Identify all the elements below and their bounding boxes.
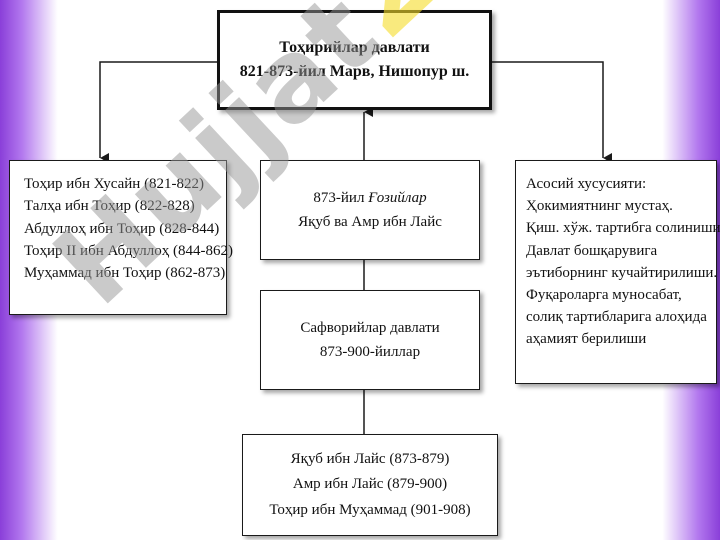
tahirid-rulers-box: Тоҳир ибн Хусайн (821-822) Талҳа ибн Тоҳ… — [9, 160, 233, 315]
title-line-2: 821-873-йил Марв, Нишопур ш. — [239, 63, 470, 80]
ruler-item: Абдуллоҳ ибн Тоҳир (828-844) — [24, 220, 220, 237]
features-box: Асосий хусусияти: Ҳокимиятнинг мустаҳ. Қ… — [515, 160, 720, 384]
ruler-item: Тоҳир ибн Хусайн (821-822) — [24, 176, 205, 192]
ruler-item: Муҳаммад ибн Тоҳир (862-873) — [24, 265, 226, 282]
feature-item: Фуқароларга муносабат, — [526, 286, 682, 303]
saffarid-rulers-box: Яқуб ибн Лайс (873-879) Амр ибн Лайс (87… — [242, 434, 498, 536]
ruler-item: Тоҳир ибн Муҳаммад (901-908) — [269, 501, 471, 518]
title-box: Тоҳирийлар давлати 821-873-йил Марв, Ниш… — [217, 10, 492, 110]
feature-item: эътиборнинг кучайтирилиши. — [526, 264, 718, 281]
saffarid-line-2: 873-900-йиллар — [319, 344, 421, 360]
ghazi-term: Ғозийлар — [368, 190, 427, 206]
feature-item: Асосий хусусияти: — [526, 176, 647, 192]
feature-item: Қиш. хўж. тартибга солиниши. — [526, 220, 720, 237]
ghazi-line-2: Яқуб ва Амр ибн Лайс — [298, 214, 442, 230]
feature-item: Ҳокимиятнинг мустаҳ. — [526, 198, 673, 215]
ruler-item: Яқуб ибн Лайс (873-879) — [290, 450, 450, 467]
feature-item: Давлат бошқарувига — [526, 242, 658, 259]
connector-title-to-left — [99, 61, 217, 163]
connector-title-to-right — [492, 61, 612, 163]
ghazi-line-1: 873-йил Ғозийлар — [313, 186, 426, 210]
ruler-item: Талҳа ибн Тоҳир (822-828) — [24, 198, 195, 215]
ruler-item: Амр ибн Лайс (879-900) — [292, 476, 448, 493]
title-line-1: Тоҳирийлар давлати — [279, 39, 430, 56]
feature-item: солиқ тартибларига алоҳида — [526, 309, 707, 326]
feature-item: аҳамият берилиши — [526, 331, 647, 348]
ghazi-year: 873-йил — [313, 190, 369, 206]
saffarid-box: Сафворийлар давлати 873-900-йиллар — [260, 290, 480, 390]
saffarid-line-1: Сафворийлар давлати — [300, 320, 440, 336]
ghazi-box: 873-йил Ғозийлар Яқуб ва Амр ибн Лайс — [260, 160, 480, 260]
ruler-item: Тоҳир II ибн Абдуллоҳ (844-862) — [24, 243, 233, 260]
